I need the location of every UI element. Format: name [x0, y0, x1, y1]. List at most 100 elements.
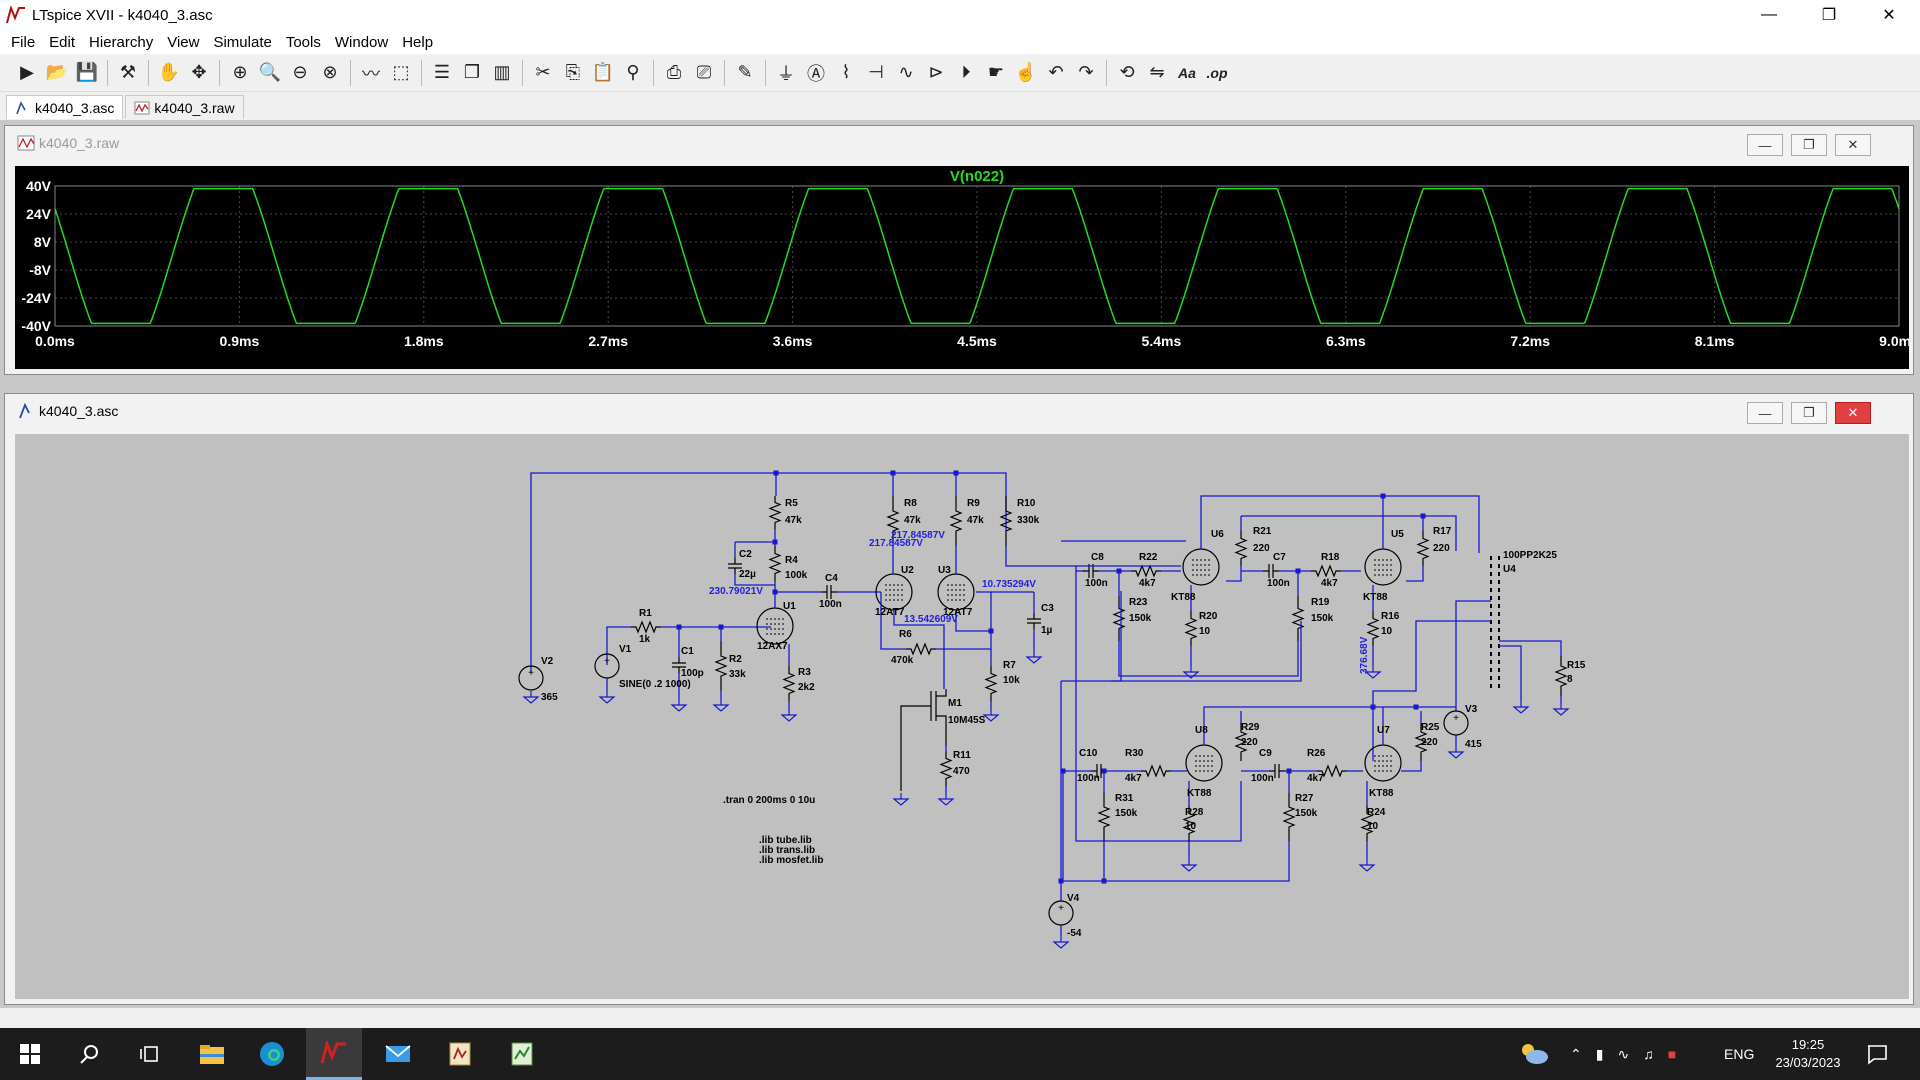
capacitor[interactable]: [1091, 764, 1107, 778]
component-label[interactable]: U4: [1503, 564, 1516, 575]
resistor[interactable]: [1182, 806, 1196, 841]
wire[interactable]: [880, 592, 906, 650]
capacitor[interactable]: [1269, 764, 1285, 778]
resistor[interactable]: [1131, 564, 1161, 578]
component-label[interactable]: 365: [541, 692, 558, 703]
wire[interactable]: [936, 591, 992, 650]
schematic-minimize-button[interactable]: —: [1747, 402, 1783, 424]
spice-directive[interactable]: .lib tube.lib: [759, 835, 812, 846]
zoom-area-button[interactable]: 🔍: [255, 58, 285, 88]
component-label[interactable]: R8: [904, 498, 917, 509]
component-label[interactable]: R6: [899, 629, 912, 640]
wire[interactable]: [955, 610, 991, 632]
pan-button[interactable]: ✥: [184, 58, 214, 88]
component-label[interactable]: 470: [953, 766, 970, 777]
component-label[interactable]: KT88: [1171, 592, 1196, 603]
component-label[interactable]: 12AT7: [875, 607, 905, 618]
node-voltage-label[interactable]: 13.542609V: [904, 614, 958, 625]
mirror-button[interactable]: ⇋: [1142, 58, 1172, 88]
chevron-up-icon[interactable]: ⌃: [1570, 1045, 1582, 1062]
schematic-window-titlebar[interactable]: k4040_3.asc: [5, 394, 1913, 428]
component-label[interactable]: R5: [785, 498, 798, 509]
tile-vertical-button[interactable]: ▥: [487, 58, 517, 88]
component-label[interactable]: 220: [1421, 737, 1438, 748]
resistor[interactable]: [768, 496, 782, 529]
capacitor[interactable]: [1263, 564, 1279, 578]
trace-v-n022[interactable]: [54, 187, 1900, 325]
menu-view[interactable]: View: [167, 33, 200, 51]
wire[interactable]: [1118, 641, 1299, 677]
component-label[interactable]: R9: [967, 498, 980, 509]
resistor[interactable]: [1234, 723, 1248, 761]
component-label[interactable]: R23: [1129, 597, 1148, 608]
component-label[interactable]: 150k: [1295, 808, 1318, 819]
wire[interactable]: [1372, 620, 1491, 761]
resistor[interactable]: [1234, 531, 1248, 566]
component-label[interactable]: R2: [729, 654, 742, 665]
component-label[interactable]: R4: [785, 555, 798, 566]
redo-button[interactable]: ↷: [1071, 58, 1101, 88]
wire[interactable]: [893, 610, 945, 689]
component-label[interactable]: R27: [1295, 793, 1314, 804]
resistor[interactable]: [939, 751, 953, 786]
component-label[interactable]: C4: [825, 573, 838, 584]
component-label[interactable]: 150k: [1115, 808, 1138, 819]
find-button[interactable]: ⚲: [618, 58, 648, 88]
wire[interactable]: [1061, 591, 1122, 682]
vacuum-tube[interactable]: [937, 573, 975, 611]
component-label[interactable]: 4k7: [1321, 578, 1338, 589]
component-label[interactable]: KT88: [1187, 788, 1212, 799]
component-label[interactable]: U2: [901, 565, 914, 576]
resistor[interactable]: [1554, 656, 1568, 696]
component-label[interactable]: 100k: [785, 570, 808, 581]
component-label[interactable]: 10: [1185, 821, 1197, 832]
component-label[interactable]: 47k: [904, 515, 921, 526]
component-label[interactable]: 100n: [1251, 773, 1274, 784]
wire[interactable]: [1455, 600, 1491, 711]
component-label[interactable]: C10: [1079, 748, 1098, 759]
control-panel-button[interactable]: ⚒: [113, 58, 143, 88]
paste-button[interactable]: 📋: [588, 58, 618, 88]
menu-simulate[interactable]: Simulate: [213, 33, 272, 51]
component-label[interactable]: U5: [1391, 529, 1404, 540]
zoom-in-button[interactable]: ⊕: [225, 58, 255, 88]
wire[interactable]: [1200, 495, 1480, 553]
component-label[interactable]: R25: [1421, 722, 1440, 733]
wire[interactable]: [734, 574, 775, 586]
component-label[interactable]: 150k: [1129, 613, 1152, 624]
search-button[interactable]: [62, 1028, 118, 1080]
vacuum-tube[interactable]: [1182, 548, 1220, 586]
resistor-button[interactable]: ⌇: [831, 58, 861, 88]
node-voltage-label[interactable]: 217.84587V: [891, 530, 945, 541]
battery-icon[interactable]: ▮: [1595, 1045, 1604, 1062]
vacuum-tube[interactable]: [1364, 744, 1402, 782]
component-label[interactable]: 150k: [1311, 613, 1334, 624]
component-label[interactable]: 22µ: [739, 569, 756, 580]
component-label[interactable]: R28: [1185, 807, 1204, 818]
component-label[interactable]: R22: [1139, 552, 1158, 563]
component-label[interactable]: U8: [1195, 725, 1208, 736]
component-label[interactable]: 220: [1241, 737, 1258, 748]
resistor[interactable]: [1097, 793, 1111, 841]
resistor[interactable]: [1282, 793, 1296, 841]
component-label[interactable]: R21: [1253, 526, 1272, 537]
component-label[interactable]: 220: [1253, 543, 1270, 554]
cut-button[interactable]: ✂: [528, 58, 558, 88]
menu-hierarchy[interactable]: Hierarchy: [89, 33, 154, 51]
move-button[interactable]: ☛: [981, 58, 1011, 88]
trace-label[interactable]: V(n022): [950, 168, 1004, 185]
wire[interactable]: [1241, 515, 1457, 551]
menu-tools[interactable]: Tools: [285, 33, 321, 51]
component-label[interactable]: 10M45S: [948, 715, 986, 726]
resistor[interactable]: [1291, 596, 1305, 641]
component-label[interactable]: R7: [1003, 660, 1016, 671]
component-label[interactable]: R18: [1321, 552, 1340, 563]
resistor[interactable]: [1311, 564, 1341, 578]
resistor[interactable]: [1184, 611, 1198, 646]
component-label[interactable]: 330k: [1017, 515, 1040, 526]
resistor[interactable]: [999, 496, 1013, 546]
component-label[interactable]: C8: [1091, 552, 1104, 563]
component-label[interactable]: R3: [798, 667, 811, 678]
